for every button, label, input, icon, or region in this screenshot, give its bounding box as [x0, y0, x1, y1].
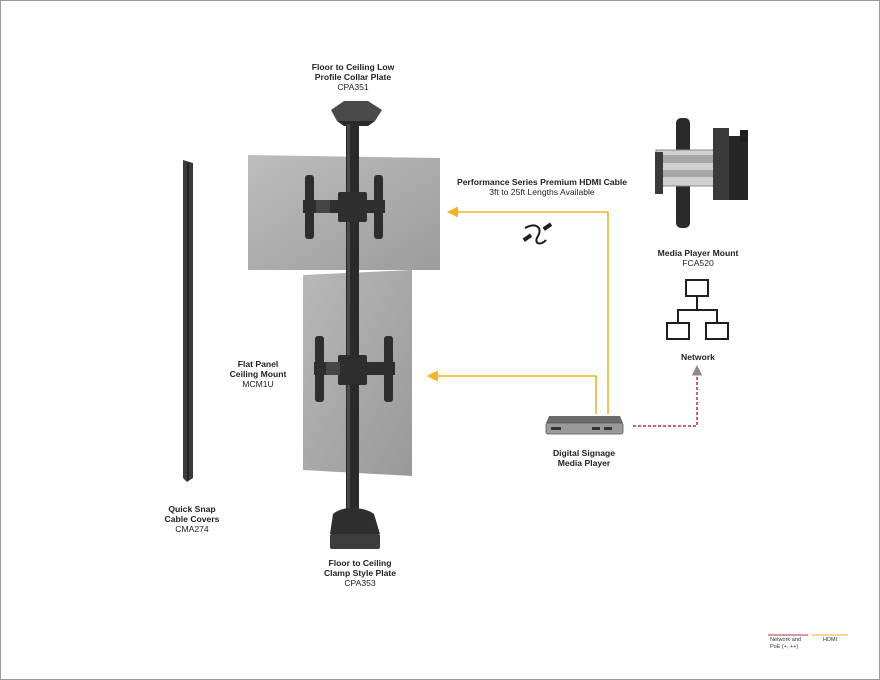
- cable-covers-title-line1: Quick Snap: [168, 504, 216, 514]
- legend-network-line2: PoE (+, ++): [770, 643, 799, 650]
- network-connection-line: [633, 364, 703, 427]
- hdmi-cable-label: Performance Series Premium HDMI Cable 3f…: [437, 177, 647, 197]
- ceiling-mount-title-line1: Flat Panel: [237, 359, 279, 369]
- clamp-plate-illustration: [330, 508, 380, 549]
- cable-covers-title-line2: Cable Covers: [164, 514, 220, 524]
- cable-cover-illustration: [183, 160, 193, 482]
- hdmi-connection-lines: [426, 206, 609, 414]
- player-mount-label: Media Player Mount FCA520: [638, 248, 758, 268]
- media-player-label: Digital Signage Media Player: [544, 448, 624, 468]
- collar-plate-illustration: [331, 101, 382, 126]
- legend-network: Network and PoE (+, ++): [770, 637, 801, 650]
- ceiling-mount-title-line2: Ceiling Mount: [229, 369, 287, 379]
- network-icon: [666, 279, 729, 340]
- hdmi-cable-subtitle: 3ft to 25ft Lengths Available: [489, 187, 595, 197]
- ceiling-mount-top: [303, 175, 385, 239]
- collar-plate-model: CPA351: [337, 82, 369, 92]
- hdmi-cable-title: Performance Series Premium HDMI Cable: [456, 177, 628, 187]
- legend-network-line1: Network and: [770, 637, 801, 643]
- cable-covers-label: Quick Snap Cable Covers CMA274: [152, 504, 232, 534]
- media-player-mount-illustration: [655, 118, 748, 228]
- player-mount-model: FCA520: [682, 258, 714, 268]
- network-label: Network: [658, 352, 738, 362]
- network-title: Network: [681, 352, 715, 362]
- hdmi-cable-icon: [522, 222, 553, 245]
- collar-plate-title-line1: Floor to Ceiling Low: [311, 62, 395, 72]
- media-player-title-line2: Media Player: [557, 458, 611, 468]
- media-player-illustration: [545, 416, 624, 435]
- media-player-title-line1: Digital Signage: [552, 448, 616, 458]
- clamp-plate-model: CPA353: [344, 578, 376, 588]
- ceiling-mount-bottom: [314, 336, 395, 402]
- cable-covers-model: CMA274: [175, 524, 209, 534]
- ceiling-mount-label: Flat Panel Ceiling Mount MCM1U: [218, 359, 298, 389]
- clamp-plate-title-line2: Clamp Style Plate: [323, 568, 397, 578]
- legend-hdmi-text: HDMI: [823, 637, 838, 643]
- collar-plate-label: Floor to Ceiling Low Profile Collar Plat…: [293, 62, 413, 92]
- collar-plate-title-line2: Profile Collar Plate: [314, 72, 392, 82]
- player-mount-title: Media Player Mount: [657, 248, 739, 258]
- legend-hdmi: HDMI: [823, 637, 837, 644]
- clamp-plate-label: Floor to Ceiling Clamp Style Plate CPA35…: [310, 558, 410, 588]
- ceiling-mount-model: MCM1U: [242, 379, 274, 389]
- clamp-plate-title-line1: Floor to Ceiling: [328, 558, 392, 568]
